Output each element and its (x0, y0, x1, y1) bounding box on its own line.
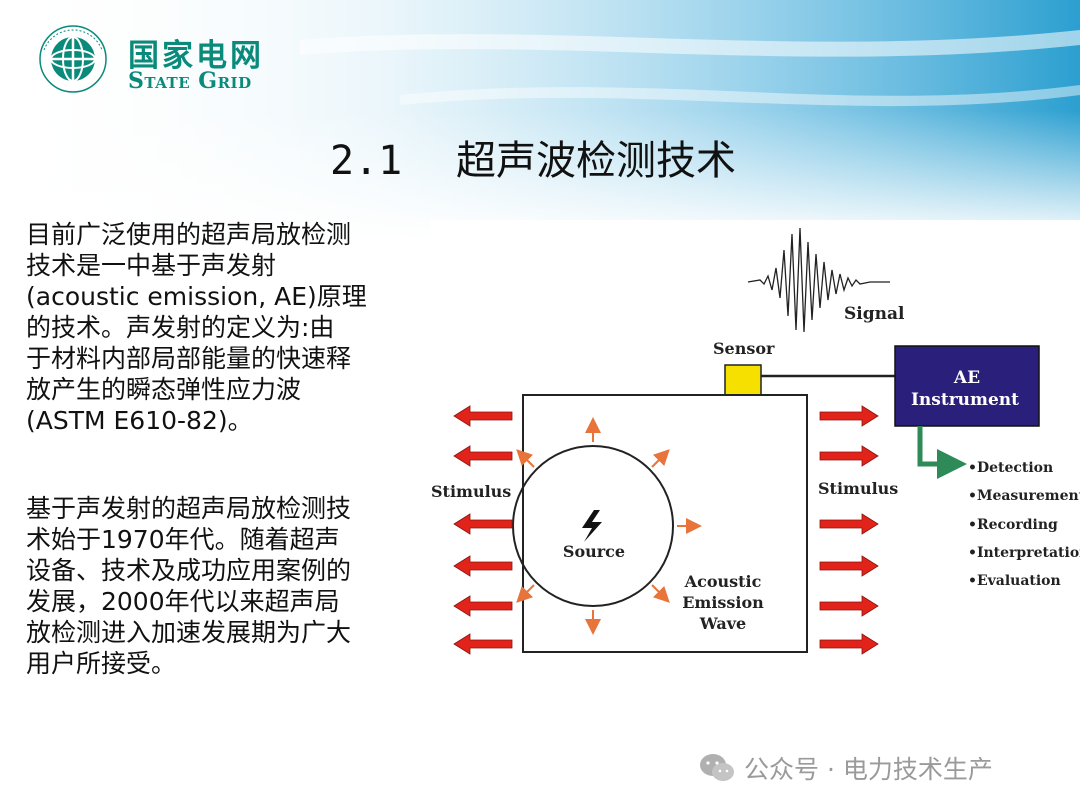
text-line: 术始于1970年代。随着超声 (26, 525, 340, 554)
output-measurement: •Measurement (968, 488, 1080, 504)
text-line: 放检测进入加速发展期为广大 (26, 618, 352, 647)
output-recording: •Recording (968, 517, 1058, 533)
paragraph-acoustic-emission: 目前广泛使用的超声局放检测 技术是一中基于声发射 (acoustic emiss… (26, 219, 426, 436)
wave-front (512, 445, 674, 607)
text-line: (acoustic emission, AE)原理 (26, 282, 367, 311)
stimulus-arrow (453, 513, 513, 535)
wave-label-line: Emission (682, 593, 764, 612)
wave-arrow (651, 449, 670, 468)
stimulus-left-label: Stimulus (431, 482, 511, 501)
output-arrow (917, 426, 967, 479)
wechat-icon (700, 754, 734, 781)
stimulus-arrow (453, 633, 513, 655)
wave-arrows (516, 417, 702, 635)
wave-arrow (651, 584, 670, 603)
text-line: 基于声发射的超声局放检测技 (26, 494, 352, 523)
acoustic-emission-diagram: Signal Sensor AE Instrument •Detection •… (430, 220, 1080, 670)
text-line: 目前广泛使用的超声局放检测 (26, 220, 352, 249)
watermark-text: 公众号 · 电力技术生产 (744, 755, 993, 784)
text-line: 发展，2000年代以来超声局 (26, 587, 340, 616)
material-block (522, 394, 808, 653)
title-text: 超声波检测技术 (456, 138, 736, 184)
text-line: 的技术。声发射的定义为:由 (26, 313, 335, 342)
instrument-label-ae: AE (953, 368, 980, 388)
stimulus-arrow (819, 405, 879, 427)
sensor-block (724, 364, 762, 396)
source-label: Source (563, 542, 625, 561)
output-interpretation: •Interpretation (968, 545, 1080, 561)
stimulus-arrows-right (819, 405, 879, 655)
stimulus-arrow (819, 445, 879, 467)
section-number: 2.1 (330, 138, 403, 184)
stimulus-arrow (819, 513, 879, 535)
brand-name-en: State Grid (128, 68, 252, 94)
stimulus-arrow (453, 555, 513, 577)
stimulus-arrow (819, 555, 879, 577)
text-line: (ASTM E610-82)。 (26, 406, 253, 435)
stimulus-arrow (453, 445, 513, 467)
brand-name-cn: 国家电网 (128, 38, 264, 74)
text-line: 设备、技术及成功应用案例的 (26, 556, 352, 585)
state-grid-logo (39, 25, 107, 93)
sensor-label: Sensor (713, 339, 775, 358)
wave-label-line: Acoustic (684, 572, 762, 591)
stimulus-arrow (453, 595, 513, 617)
stimulus-arrows-left (453, 405, 513, 655)
paragraph-history: 基于声发射的超声局放检测技 术始于1970年代。随着超声 设备、技术及成功应用案… (26, 493, 426, 679)
text-line: 技术是一中基于声发射 (26, 251, 277, 280)
instrument-label: Instrument (911, 390, 1019, 410)
wave-arrow (516, 584, 535, 603)
output-evaluation: •Evaluation (968, 573, 1061, 589)
signal-label: Signal (844, 304, 905, 324)
text-line: 放产生的瞬态弹性应力波 (26, 375, 302, 404)
stimulus-arrow (453, 405, 513, 427)
stimulus-arrow (819, 595, 879, 617)
slide-title: 2.1 超声波检测技术 (330, 128, 736, 186)
output-detection: •Detection (968, 460, 1053, 476)
wave-arrow (516, 449, 535, 468)
signal-waveform (747, 227, 890, 333)
stimulus-arrow (819, 633, 879, 655)
text-line: 用户所接受。 (26, 649, 177, 678)
header-banner (0, 0, 1080, 240)
lightning-icon (582, 510, 602, 542)
stimulus-right-label: Stimulus (818, 479, 898, 498)
wave-label-line: Wave (699, 614, 746, 633)
watermark: 公众号 · 电力技术生产 (698, 748, 993, 788)
text-line: 于材料内部局部能量的快速释 (26, 344, 352, 373)
ae-instrument-box (894, 345, 1040, 427)
